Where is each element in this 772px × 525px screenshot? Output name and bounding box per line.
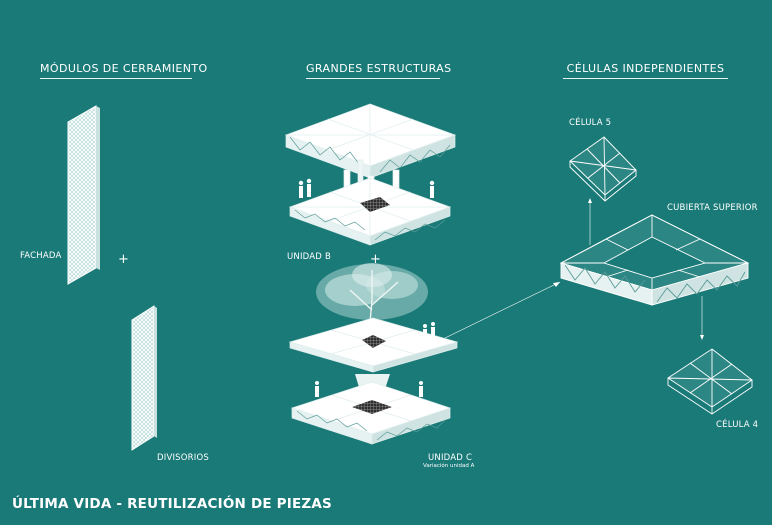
label-unidad-c: UNIDAD C [428,453,472,463]
connector-arrowhead [553,282,560,287]
arrowhead-celula-5 [588,198,592,203]
celula-5-structure [570,137,636,201]
fachada-panel [68,106,100,284]
connector-line [445,282,560,338]
divisorios-panel [132,306,157,450]
footer-title: ÚLTIMA VIDA - REUTILIZACIÓN DE PIEZAS [12,496,332,512]
label-unidad-b: UNIDAD B [287,252,331,262]
label-celula-5: CÉLULA 5 [569,118,611,128]
cubierta-superior-structure [561,215,748,305]
arrowhead-celula-4 [700,335,704,340]
unidad-c-upper-slab [290,318,457,372]
label-fachada: FACHADA [20,251,62,261]
plus-sign-center: + [370,253,381,266]
unidad-b-structure [286,104,455,245]
celula-4-structure [668,349,752,414]
label-divisorios: DIVISORIOS [157,453,209,463]
label-cubierta-superior: CUBIERTA SUPERIOR [667,203,758,213]
plus-sign-left: + [118,253,129,266]
label-celula-4: CÉLULA 4 [716,420,758,430]
label-unidad-c-subtitle: Variación unidad A [423,463,474,469]
